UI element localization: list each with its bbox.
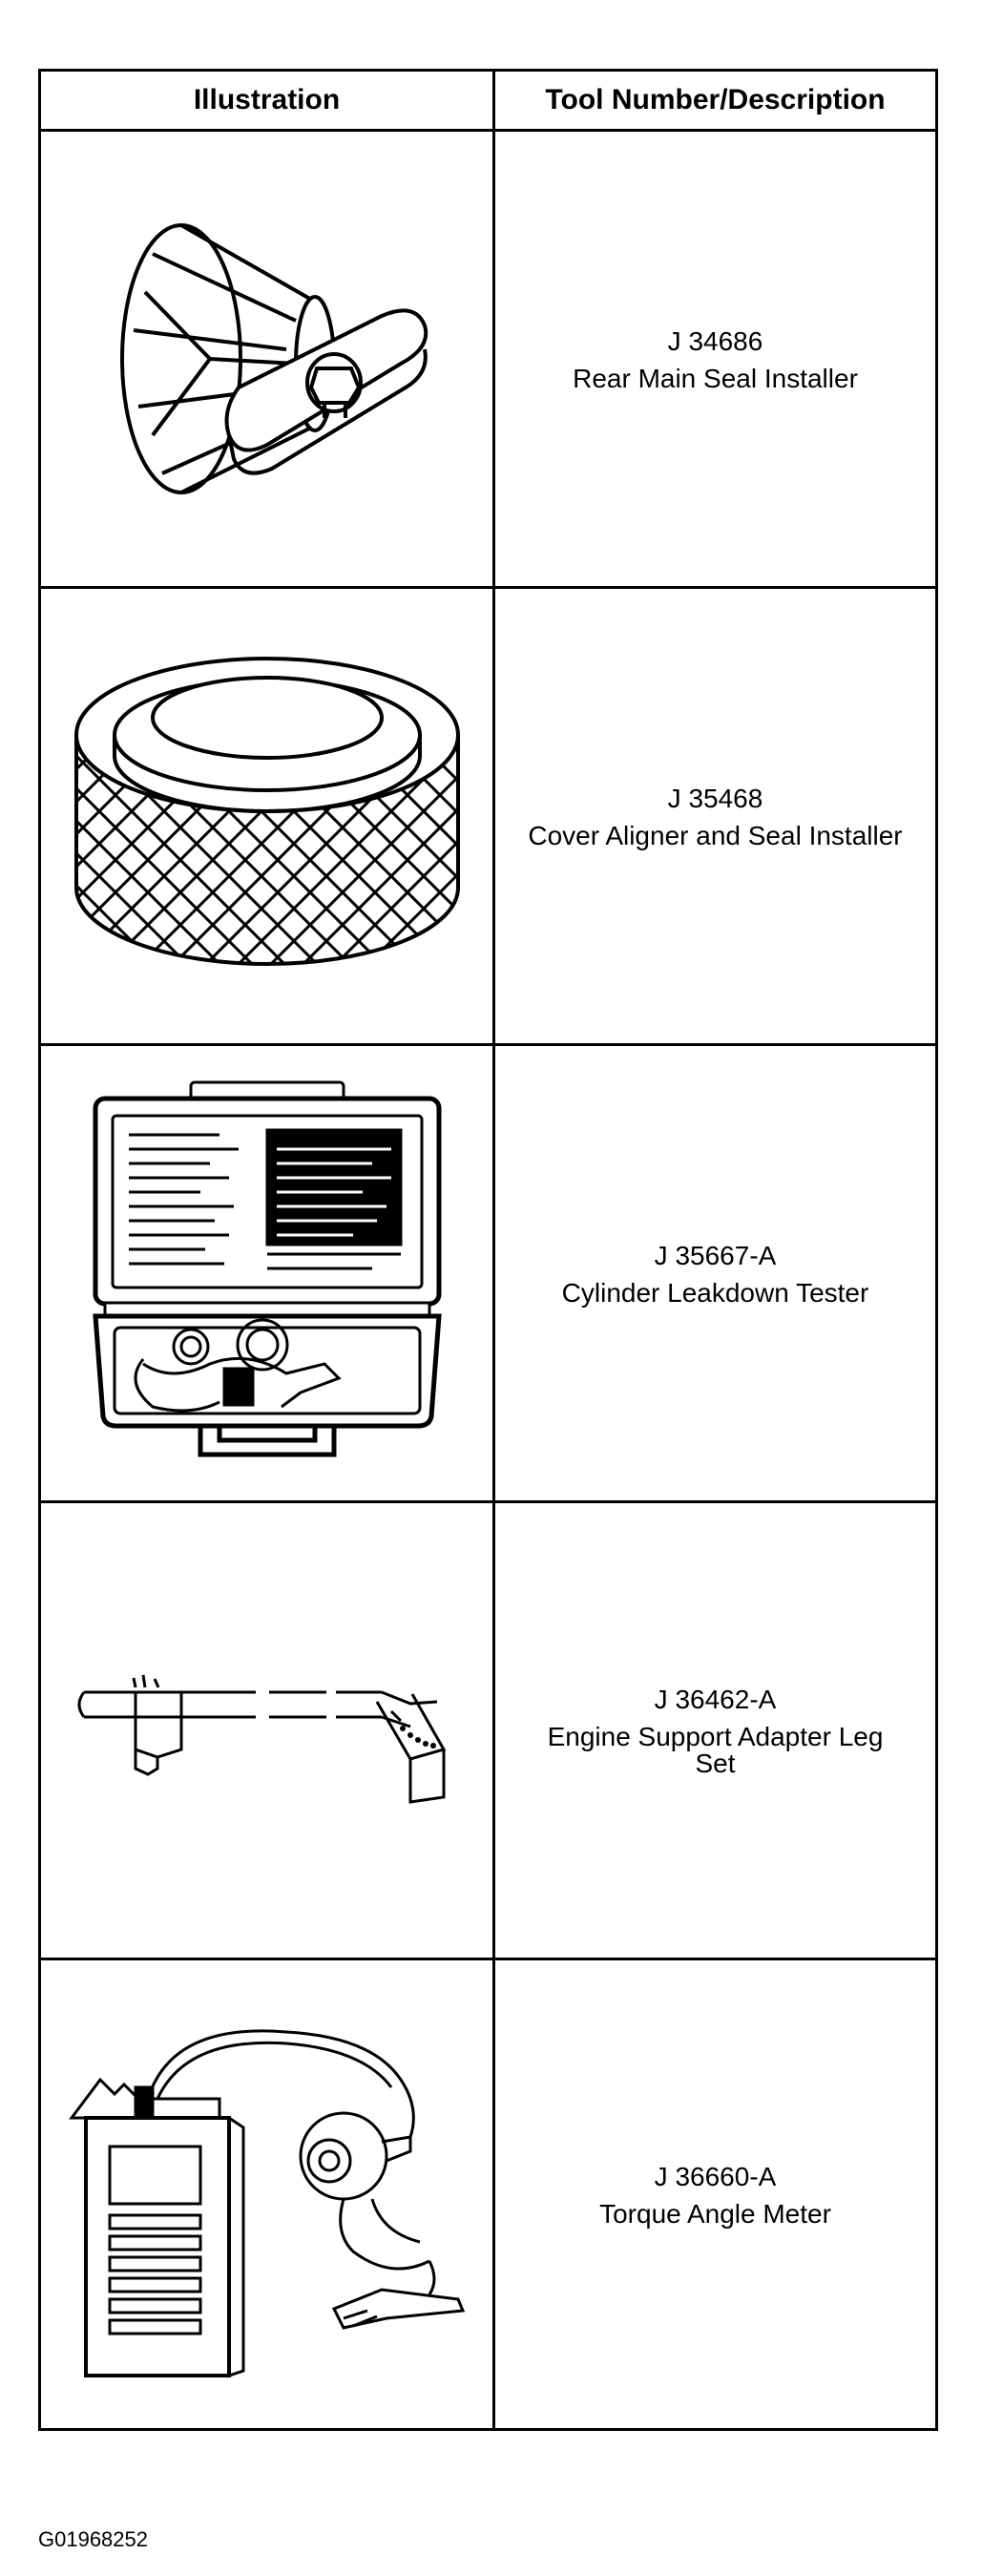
table-header-row: Illustration Tool Number/Description	[38, 69, 938, 132]
rear-main-seal-installer-icon	[119, 223, 428, 494]
special-tools-table: Illustration Tool Number/Description	[38, 69, 938, 2431]
cylinder-leakdown-tester-icon	[92, 1080, 442, 1457]
tool-description: Rear Main Seal Installer	[573, 364, 858, 393]
tool-description: Cover Aligner and Seal Installer	[528, 821, 903, 850]
tool-description-cell: J 35667-A Cylinder Leakdown Tester	[492, 1043, 938, 1503]
illustration-cell	[38, 1500, 495, 1960]
tool-description-cell: J 36660-A Torque Angle Meter	[492, 1958, 938, 2431]
torque-angle-meter-icon	[68, 2029, 465, 2377]
engine-support-adapter-leg-icon	[77, 1674, 446, 1804]
tool-description-cell: J 35468 Cover Aligner and Seal Installer	[492, 586, 938, 1046]
tool-number: J 35468	[667, 784, 763, 813]
tool-number: J 34686	[667, 326, 763, 356]
table-row: J 35468 Cover Aligner and Seal Installer	[38, 586, 938, 1046]
table-row: J 36462-A Engine Support Adapter Leg Set	[38, 1500, 938, 1960]
figure-id: G01968252	[38, 2527, 148, 2551]
tool-description: Torque Angle Meter	[599, 2199, 831, 2229]
table-row: J 35667-A Cylinder Leakdown Tester	[38, 1043, 938, 1503]
tool-description: Engine Support Adapter Leg Set	[547, 1722, 884, 1778]
header-tool-description: Tool Number/Description	[492, 69, 938, 132]
illustration-cell	[38, 1958, 495, 2431]
tool-description-cell: J 34686 Rear Main Seal Installer	[492, 129, 938, 589]
table-row: J 34686 Rear Main Seal Installer	[38, 129, 938, 589]
tool-description: Cylinder Leakdown Tester	[561, 1278, 869, 1308]
illustration-cell	[38, 129, 495, 589]
header-illustration: Illustration	[38, 69, 495, 132]
tool-number: J 36660-A	[654, 2162, 777, 2191]
table-row: J 36660-A Torque Angle Meter	[38, 1958, 938, 2431]
illustration-cell	[38, 1043, 495, 1503]
illustration-cell	[38, 586, 495, 1046]
tool-number: J 35667-A	[654, 1241, 777, 1270]
tool-number: J 36462-A	[654, 1685, 777, 1714]
tool-description-cell: J 36462-A Engine Support Adapter Leg Set	[492, 1500, 938, 1960]
cover-aligner-seal-installer-icon	[73, 657, 460, 966]
